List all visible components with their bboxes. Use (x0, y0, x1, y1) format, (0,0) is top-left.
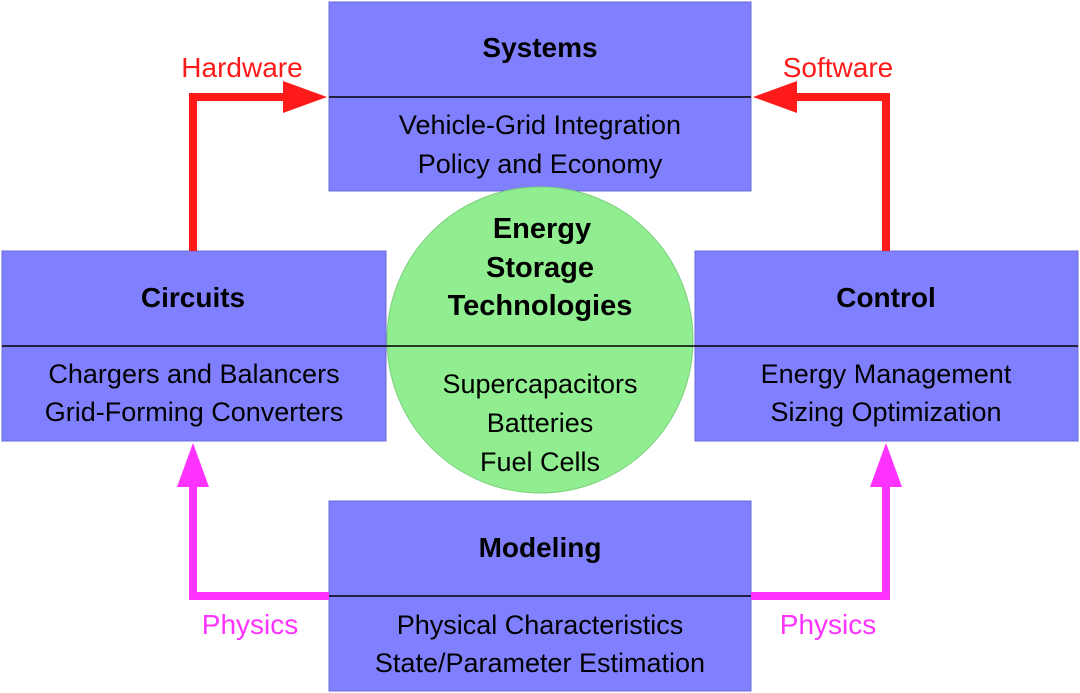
control-line-1: Energy Management (761, 359, 1012, 389)
systems-line-1: Vehicle-Grid Integration (399, 110, 681, 140)
systems-line-2: Policy and Economy (418, 149, 663, 179)
circuits-line-1: Chargers and Balancers (48, 359, 339, 389)
physics-left-arrow: Physics (177, 443, 329, 640)
physics-left-arrowhead (177, 443, 209, 487)
modeling-line-1: Physical Characteristics (397, 610, 684, 640)
software-arrow: Software (753, 52, 893, 251)
software-arrowhead (753, 81, 797, 113)
center-title-line-3: Technologies (448, 290, 633, 322)
center-item-batteries: Batteries (487, 408, 594, 438)
physics-left-label: Physics (202, 609, 298, 640)
circuits-line-2: Grid-Forming Converters (45, 397, 344, 427)
center-technologies: Energy Storage Technologies Supercapacit… (386, 186, 694, 494)
systems-block: Systems Vehicle-Grid Integration Policy … (328, 1, 752, 192)
control-line-2: Sizing Optimization (770, 397, 1001, 427)
physics-right-arrow: Physics (751, 443, 902, 640)
center-title-line-2: Storage (486, 252, 594, 284)
control-title: Control (836, 282, 936, 313)
modeling-title: Modeling (479, 532, 602, 563)
physics-right-arrow-line (751, 485, 890, 600)
circuits-block: Circuits Chargers and Balancers Grid-For… (1, 250, 387, 442)
software-arrow-line (795, 93, 890, 251)
systems-title: Systems (482, 32, 597, 63)
center-item-fuel-cells: Fuel Cells (480, 447, 600, 477)
modeling-block: Modeling Physical Characteristics State/… (328, 500, 752, 692)
center-circle (386, 186, 694, 494)
hardware-arrowhead (283, 81, 327, 113)
software-label: Software (783, 52, 894, 83)
physics-right-arrowhead (870, 443, 902, 487)
circuits-title: Circuits (141, 282, 245, 313)
center-title-line-1: Energy (493, 213, 591, 245)
hardware-arrow: Hardware (181, 52, 327, 251)
physics-right-label: Physics (780, 609, 876, 640)
modeling-line-2: State/Parameter Estimation (375, 648, 705, 678)
hardware-label: Hardware (181, 52, 302, 83)
center-item-supercapacitors: Supercapacitors (442, 369, 637, 399)
hardware-arrow-line (189, 93, 285, 251)
physics-left-arrow-line (189, 485, 329, 600)
